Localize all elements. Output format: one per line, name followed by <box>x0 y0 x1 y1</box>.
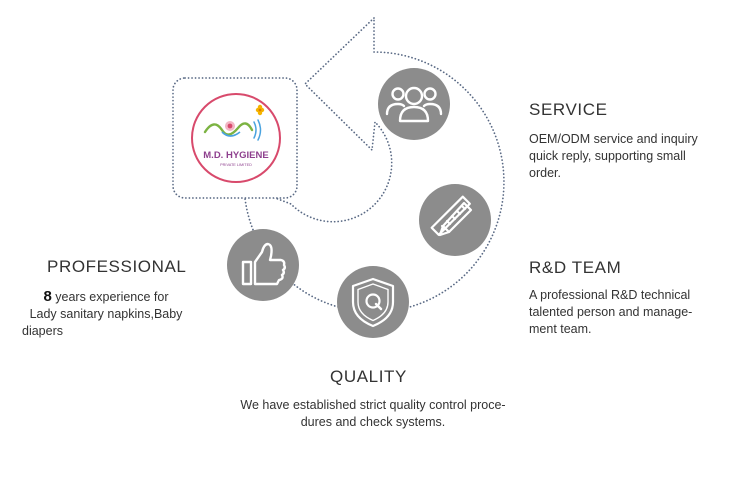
quality-icon-circle <box>337 266 409 338</box>
quality-node <box>337 266 409 338</box>
rnd-title: R&D TEAM <box>529 258 622 277</box>
logo-tagline: PRIVATE LIMITED <box>220 163 252 167</box>
logo-brand: M.D. HYGIENE <box>203 150 268 161</box>
quality-title: QUALITY <box>330 367 407 386</box>
quality-description: We have established strict quality contr… <box>200 397 546 431</box>
pencil-ruler-icon <box>430 195 473 237</box>
mother-baby-logo-icon <box>203 104 265 141</box>
rnd-desc-line: ment team. <box>529 322 592 336</box>
rnd-desc-line: A professional R&D technical <box>529 288 691 302</box>
users-icon <box>385 86 443 123</box>
logo-box: M.D. HYGIENE PRIVATE LIMITED <box>172 77 298 199</box>
professional-title: PROFESSIONAL <box>47 257 187 276</box>
professional-description: 8 years experience for Lady sanitary nap… <box>12 288 200 340</box>
years-number: 8 <box>43 288 52 305</box>
logo-ring <box>191 93 281 183</box>
service-desc-line: quick reply, supporting small <box>529 149 686 163</box>
rnd-desc-line: talented person and manage- <box>529 305 693 319</box>
shield-q-icon <box>351 277 395 328</box>
service-desc-line: OEM/ODM service and inquiry <box>529 132 698 146</box>
years-text: years experience for <box>51 290 169 304</box>
service-desc-line: order. <box>529 166 561 180</box>
quality-desc-line: We have established strict quality contr… <box>240 398 506 412</box>
rnd-node <box>419 184 491 256</box>
professional-desc-line: 8 years experience for <box>12 288 200 306</box>
professional-desc-line: diapers <box>22 324 63 338</box>
thumbs-up-icon <box>241 242 286 286</box>
professional-desc-line: Lady sanitary napkins,Baby <box>29 307 183 321</box>
cycle-arrow <box>243 17 505 313</box>
rnd-description: A professional R&D technical talented pe… <box>529 287 692 338</box>
professional-icon-circle <box>227 229 299 301</box>
professional-node <box>227 229 299 301</box>
service-node <box>378 68 450 140</box>
service-description: OEM/ODM service and inquiry quick reply,… <box>529 131 698 182</box>
service-title: SERVICE <box>529 100 608 119</box>
quality-desc-line: dures and check systems. <box>300 415 446 429</box>
flower-icon <box>255 104 265 116</box>
